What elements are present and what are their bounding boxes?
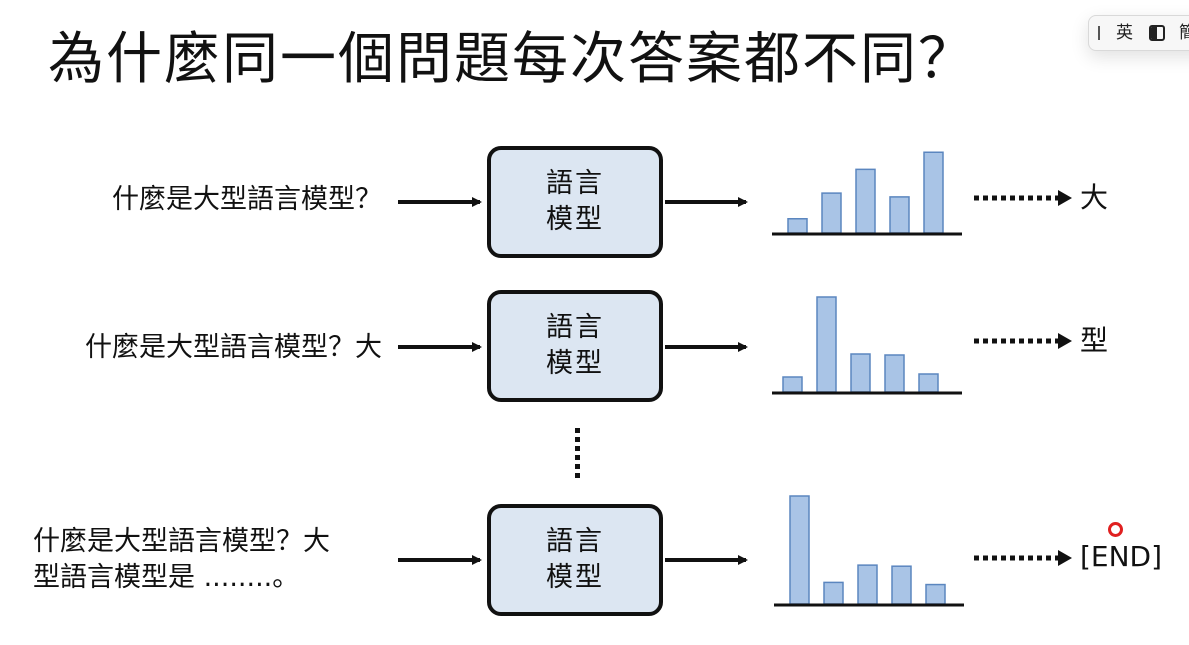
probability-bar [918,373,939,393]
probability-bar [782,376,803,393]
output-token-1: 大 [1080,181,1109,214]
dotted-arrow-3 [974,550,1072,566]
input-prompt-line: 什麼是大型語言模型？大 [85,332,382,363]
input-prompt-1: 什麼是大型語言模型？ [60,182,382,218]
drag-handle-icon[interactable] [1098,26,1100,40]
probability-bar [889,196,910,234]
input-prompt-line: 型語言模型是 ........。 [33,562,300,593]
probability-bar [787,218,808,234]
model-label: 語言模型 [546,168,604,235]
ime-lang-toggle[interactable]: 英 [1116,23,1133,43]
half-width-icon[interactable] [1149,25,1165,41]
ime-mode-toggle[interactable]: 簡 [1179,23,1189,43]
language-model-box-1: 語言模型 [487,146,663,258]
probability-bar [923,151,944,234]
input-prompt-2: 什麼是大型語言模型？大 [20,330,382,366]
language-model-box-3: 語言模型 [487,504,663,616]
ime-toolbar[interactable]: 英 簡 [1088,15,1189,51]
model-label: 語言模型 [546,312,604,379]
probability-bar [925,583,946,605]
probability-chart-1 [772,151,962,236]
probability-chart-3 [774,495,964,607]
dotted-arrow-1 [974,190,1072,206]
output-token-2: 型 [1080,324,1109,357]
input-prompt-line: 什麼是大型語言模型？ [112,184,382,215]
vertical-ellipsis [575,428,580,478]
language-model-box-2: 語言模型 [487,290,663,402]
output-token-3: [END] [1080,540,1163,573]
probability-bar [789,495,810,605]
pointer-indicator [1108,522,1123,537]
probability-bar [821,192,842,234]
probability-bar [891,565,912,605]
dotted-arrow-2 [974,333,1072,349]
probability-bar [855,168,876,234]
page-title: 為什麼同一個問題每次答案都不同？ [48,27,976,92]
probability-chart-2 [772,296,962,395]
model-label: 語言模型 [546,526,604,593]
probability-bar [816,296,837,393]
probability-bar [884,354,905,393]
probability-bar [823,581,844,605]
probability-bar [857,564,878,605]
probability-bar [850,353,871,393]
input-prompt-line: 什麼是大型語言模型？大 [33,526,330,557]
input-prompt-3: 什麼是大型語言模型？大 型語言模型是 ........。 [33,524,330,596]
